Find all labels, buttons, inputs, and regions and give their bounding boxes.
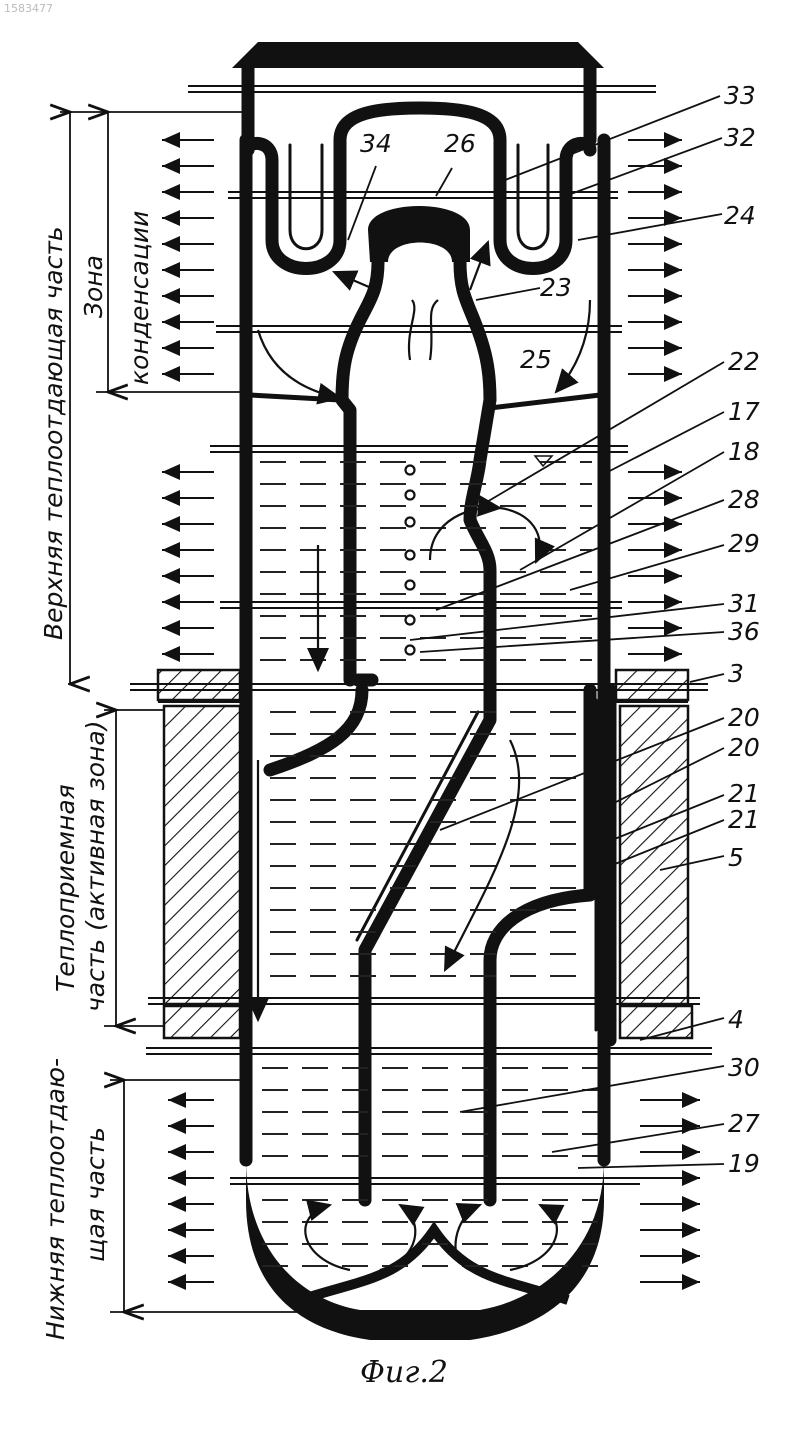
- upper-part-label: Верхняя теплоотдающая часть: [39, 226, 68, 640]
- vapor-bubbles: [406, 466, 415, 655]
- label-22: 22: [728, 347, 760, 376]
- bottom-dome: [246, 1160, 604, 1340]
- lower-part-label-1: Нижняя теплоотдаю-: [41, 1058, 70, 1340]
- label-21a: 21: [728, 779, 760, 808]
- label-24: 24: [724, 201, 756, 230]
- watermark-text: 1583477: [4, 2, 53, 15]
- label-19: 19: [728, 1149, 760, 1178]
- label-30: 30: [728, 1053, 760, 1082]
- condensation-zone-label-1: Зона: [79, 255, 108, 318]
- top-cap: [232, 42, 604, 68]
- label-26: 26: [444, 129, 476, 158]
- label-3: 3: [728, 659, 744, 688]
- lower-part-label-2: щая часть: [81, 1127, 110, 1262]
- condenser-loops: [248, 108, 590, 269]
- zone-labels: Верхняя теплоотдающая часть Зона конденс…: [39, 211, 154, 1340]
- label-17: 17: [728, 397, 760, 426]
- label-4: 4: [728, 1005, 744, 1034]
- figure-caption: Фиг.2: [360, 1355, 448, 1390]
- label-32: 32: [724, 123, 756, 152]
- label-5: 5: [728, 843, 744, 872]
- receiving-part-label-1: Теплоприемная: [51, 784, 80, 992]
- label-28: 28: [728, 485, 760, 514]
- label-31: 31: [728, 589, 760, 618]
- liquid-level-lines: [260, 462, 598, 1266]
- internal-pipes: [270, 680, 610, 1200]
- deflector-plates: [250, 395, 600, 408]
- condensation-zone-label-2: конденсации: [125, 211, 154, 385]
- label-36: 36: [728, 617, 760, 646]
- label-25: 25: [520, 345, 552, 374]
- label-21b: 21: [728, 805, 760, 834]
- receiving-part-label-2: часть (активная зона): [81, 721, 110, 1012]
- label-18: 18: [728, 437, 760, 466]
- riser-cap: [368, 206, 470, 262]
- label-29: 29: [728, 529, 760, 558]
- label-27: 27: [728, 1109, 760, 1138]
- label-33: 33: [724, 81, 756, 110]
- label-20b: 20: [728, 733, 760, 762]
- label-20a: 20: [728, 703, 760, 732]
- label-34: 34: [360, 129, 392, 158]
- label-23: 23: [540, 273, 572, 302]
